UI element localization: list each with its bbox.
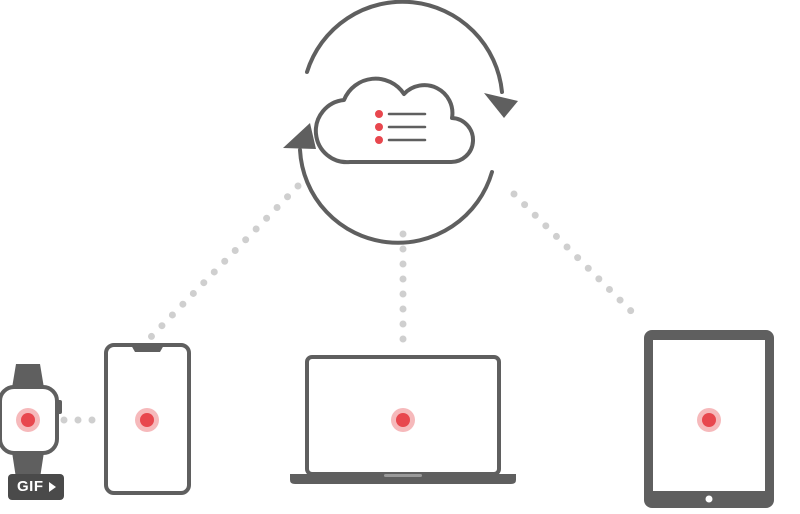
gif-label: GIF — [17, 478, 44, 495]
connector-cloud-to-tablet — [510, 190, 644, 324]
play-icon — [48, 482, 56, 492]
smartwatch-icon — [0, 364, 62, 478]
sync-arrows-icon — [283, 0, 518, 245]
tablet-icon — [644, 330, 774, 508]
tablet-home-button — [705, 495, 713, 503]
connector-cloud-to-phone — [144, 182, 302, 344]
gif-play-button[interactable]: GIF — [8, 474, 64, 500]
smartphone-icon — [104, 343, 191, 495]
cloud-list-icon — [375, 110, 427, 144]
laptop-icon — [290, 355, 516, 484]
cloud-icon — [313, 76, 475, 165]
